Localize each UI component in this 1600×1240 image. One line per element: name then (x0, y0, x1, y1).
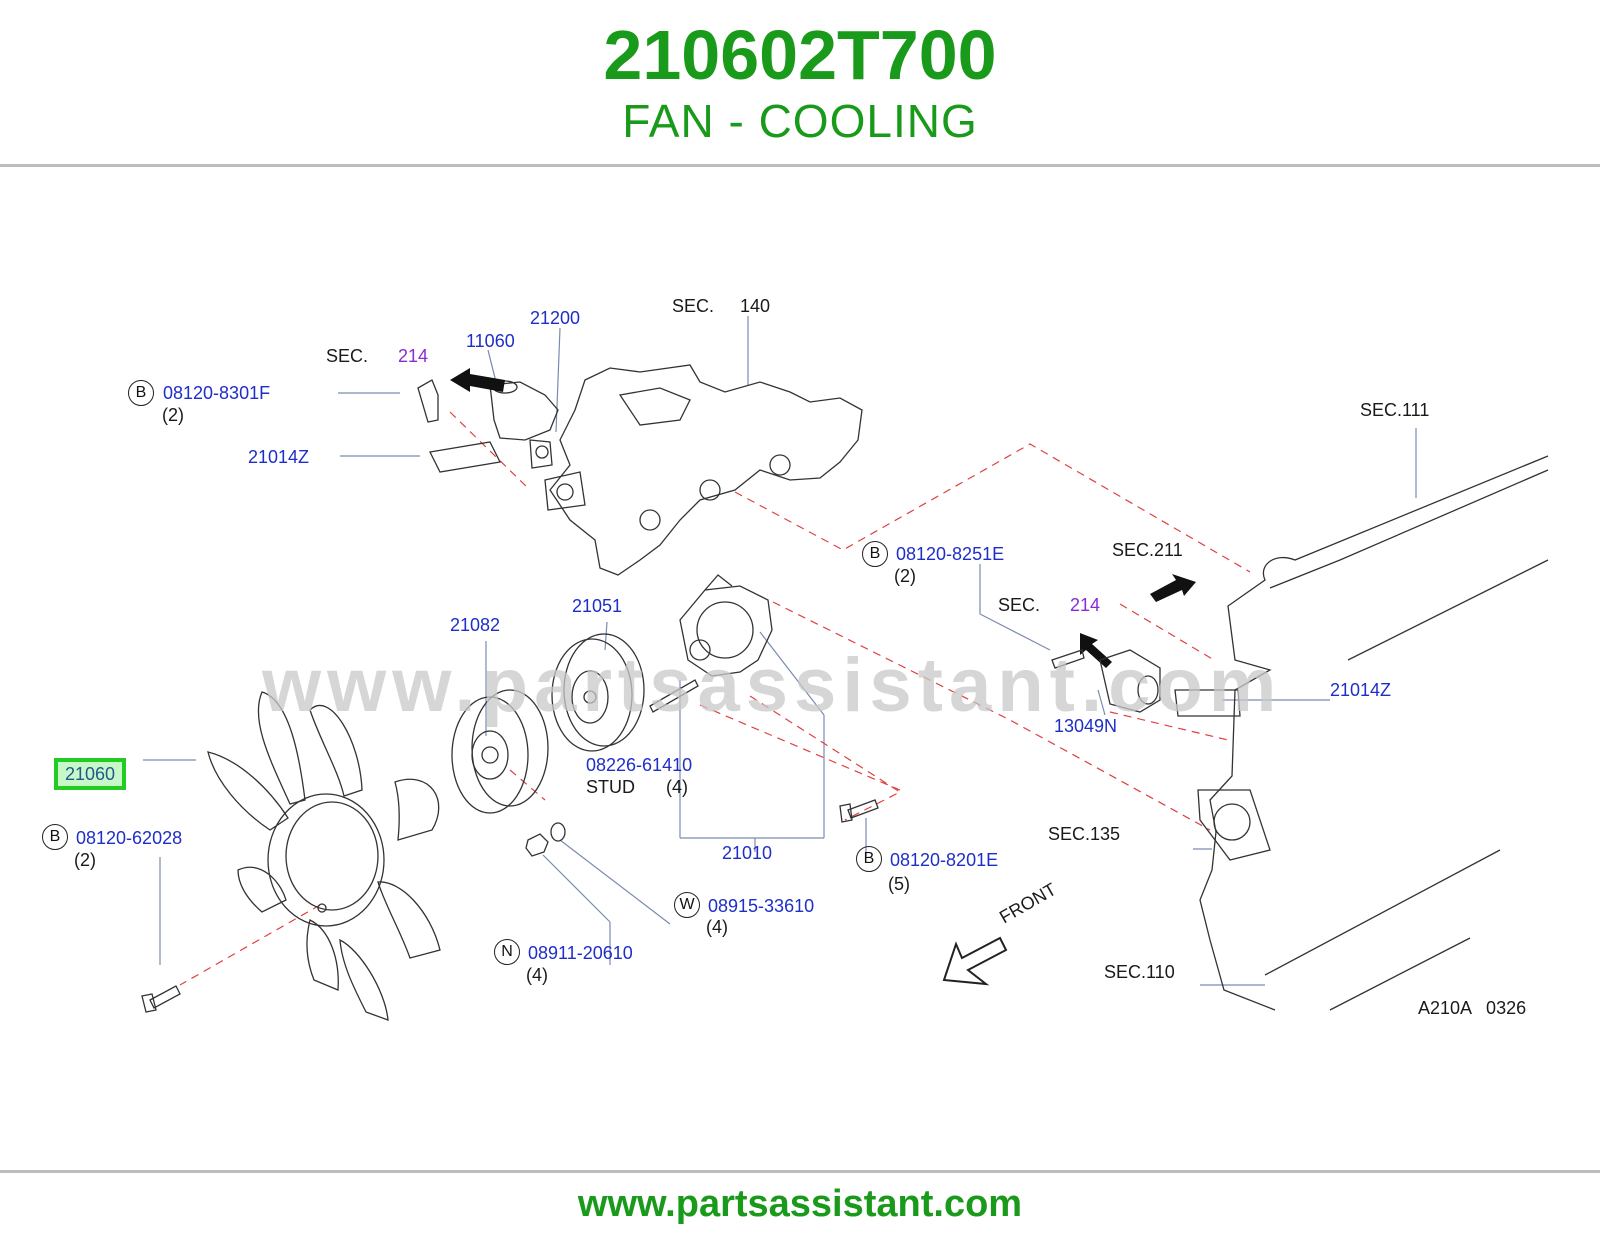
footer-site-link[interactable]: www.partsassistant.com (577, 1183, 1023, 1225)
callout-13049n[interactable]: 13049N (1054, 716, 1118, 736)
sec-label-mid: SEC. (998, 595, 1041, 615)
watermark: www.partsassistant.com (262, 643, 1283, 728)
sec-label-top: SEC. (326, 346, 369, 366)
prefix-badge-w: W (674, 892, 700, 918)
callout-214-mid[interactable]: 214 (1070, 595, 1101, 615)
diagram-drawing (141, 316, 1549, 1021)
diagram-title: FAN - COOLING (622, 95, 978, 147)
stud-drawing (649, 679, 699, 713)
prefix-badge-b: B (862, 541, 888, 567)
bolt-62028-drawing (141, 985, 181, 1013)
qty-08226-61410: (4) (666, 777, 688, 797)
callout-21014z-right[interactable]: 21014Z (1330, 680, 1392, 700)
callout-11060[interactable]: 11060 (466, 331, 515, 351)
stud-label: STUD (586, 777, 635, 797)
prefix-badge-b: B (42, 824, 68, 850)
prefix-badge-b: B (856, 846, 882, 872)
water-pump-drawing (679, 574, 773, 677)
engine-block-drawing (1197, 455, 1549, 1011)
diagram-code: A210A 0326 (1418, 998, 1527, 1018)
callout-08120-8201e[interactable]: 08120-8201E (890, 850, 999, 870)
footer-divider (0, 1170, 1600, 1173)
pulley-drawing (551, 633, 645, 752)
parts-diagram: www.partsassistant.com 21060 B 08120-620… (0, 172, 1600, 1172)
water-outlet-right-drawing (1051, 649, 1241, 717)
thermostat-housing-top-drawing (417, 379, 559, 473)
front-arrow-drawing (942, 936, 1008, 986)
callout-08915-33610[interactable]: 08915-33610 (708, 896, 815, 916)
sec-110-label: SEC.110 (1104, 962, 1175, 982)
prefix-badge-b: B (128, 380, 154, 406)
intake-manifold-drawing (544, 364, 863, 576)
callout-21014z-top[interactable]: 21014Z (248, 447, 310, 467)
alignment-lines (179, 411, 1251, 986)
leader-lines (143, 316, 1417, 986)
footer: www.partsassistant.com (0, 1183, 1600, 1226)
header-divider (0, 164, 1600, 167)
callout-21051[interactable]: 21051 (572, 596, 623, 616)
part-number-title: 210602T700 (603, 16, 997, 94)
sec-140-number: 140 (740, 296, 771, 316)
callout-21060-highlighted[interactable]: 21060 (54, 758, 126, 790)
cooling-fan-drawing (207, 691, 441, 1021)
sec-140-label: SEC. (672, 296, 715, 316)
prefix-badge-n: N (494, 939, 520, 965)
callout-08911-20610[interactable]: 08911-20610 (528, 943, 633, 963)
direction-arrows (450, 368, 1196, 668)
callout-08226-61410[interactable]: 08226-61410 (586, 755, 693, 775)
sec-111-label: SEC.111 (1360, 400, 1430, 420)
sec-135-label: SEC.135 (1048, 824, 1121, 844)
callout-08120-8251e[interactable]: 08120-8251E (896, 544, 1005, 564)
callout-214-top[interactable]: 214 (398, 346, 429, 366)
washer-nut-drawing (525, 822, 566, 857)
qty-08120-62028: (2) (74, 850, 96, 870)
callout-21010[interactable]: 21010 (722, 843, 773, 863)
callout-08120-8301f[interactable]: 08120-8301F (163, 383, 271, 403)
fan-clutch-drawing (451, 689, 549, 814)
qty-08120-8251e: (2) (894, 566, 916, 586)
qty-08915-33610: (4) (706, 917, 728, 937)
qty-08911-20610: (4) (526, 965, 548, 985)
sec-211-label: SEC.211 (1112, 540, 1183, 560)
callout-08120-62028[interactable]: 08120-62028 (76, 828, 183, 848)
callout-21082[interactable]: 21082 (450, 615, 501, 635)
qty-08120-8201e: (5) (888, 874, 910, 894)
qty-08120-8301f: (2) (162, 405, 184, 425)
callout-21200[interactable]: 21200 (530, 308, 581, 328)
bolt-8201e-drawing (839, 799, 879, 823)
